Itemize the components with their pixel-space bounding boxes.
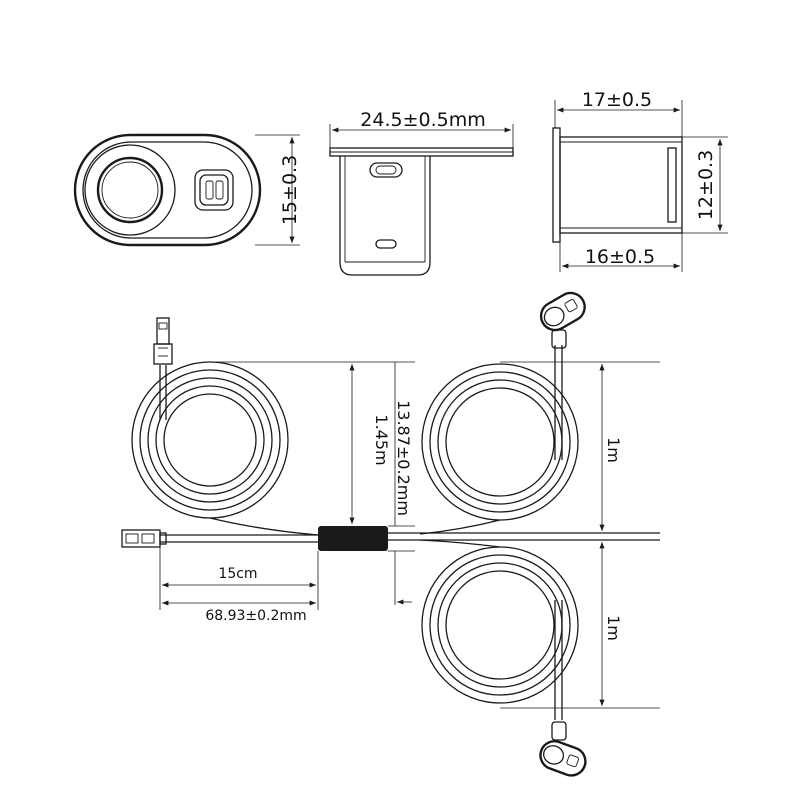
dim-side-top-label: 17±0.5 — [582, 89, 652, 111]
dim-top-width: 24.5±0.5mm — [329, 109, 514, 148]
dim-connector-to-sleeve-label: 15cm — [218, 566, 257, 582]
left-cable-coil — [131, 361, 319, 536]
dim-sleeve-offset: 13.87±0.2mm — [388, 362, 415, 605]
sensor-head-top — [539, 291, 586, 349]
dim-loop-right-bottom: 1m — [500, 542, 660, 709]
dim-side-height-label: 12±0.3 — [695, 150, 717, 220]
dim-sleeve-offset-label: 13.87±0.2mm — [394, 400, 413, 516]
dim-loop-height-left-label: 1.45m — [372, 414, 391, 465]
dim-loop-right-top: 1m — [500, 361, 660, 531]
main-connector — [121, 529, 167, 548]
dim-front-height-label: 15±0.3 — [279, 155, 301, 225]
dim-top-width-label: 24.5±0.5mm — [360, 109, 485, 131]
dim-side-top: 17±0.5 — [554, 89, 683, 137]
dim-front-height: 15±0.3 — [255, 134, 301, 246]
right-bottom-cable-coil — [419, 539, 579, 720]
dim-sleeve-position-label: 68.93±0.2mm — [205, 608, 306, 624]
sensor-side-view — [552, 127, 683, 243]
dim-side-bottom-label: 16±0.5 — [585, 246, 655, 268]
main-cable — [160, 532, 660, 543]
dim-loop-right-bottom-label: 1m — [604, 615, 623, 641]
dim-loop-right-top-label: 1m — [604, 437, 623, 463]
right-top-cable-coil — [419, 345, 579, 535]
sensor-front-view — [73, 133, 262, 247]
sensor-head-bottom — [539, 721, 587, 777]
dim-side-bottom: 16±0.5 — [559, 233, 683, 272]
dim-loop-height-left: 1.45m — [215, 361, 415, 527]
dim-connector-to-sleeve: 15cm — [159, 547, 319, 610]
dim-sleeve-position: 68.93±0.2mm — [162, 600, 316, 624]
sensor-top-view — [329, 147, 514, 276]
heat-shrink-sleeve — [318, 526, 388, 551]
dim-side-height: 12±0.3 — [682, 136, 728, 234]
left-small-connector — [153, 317, 173, 365]
